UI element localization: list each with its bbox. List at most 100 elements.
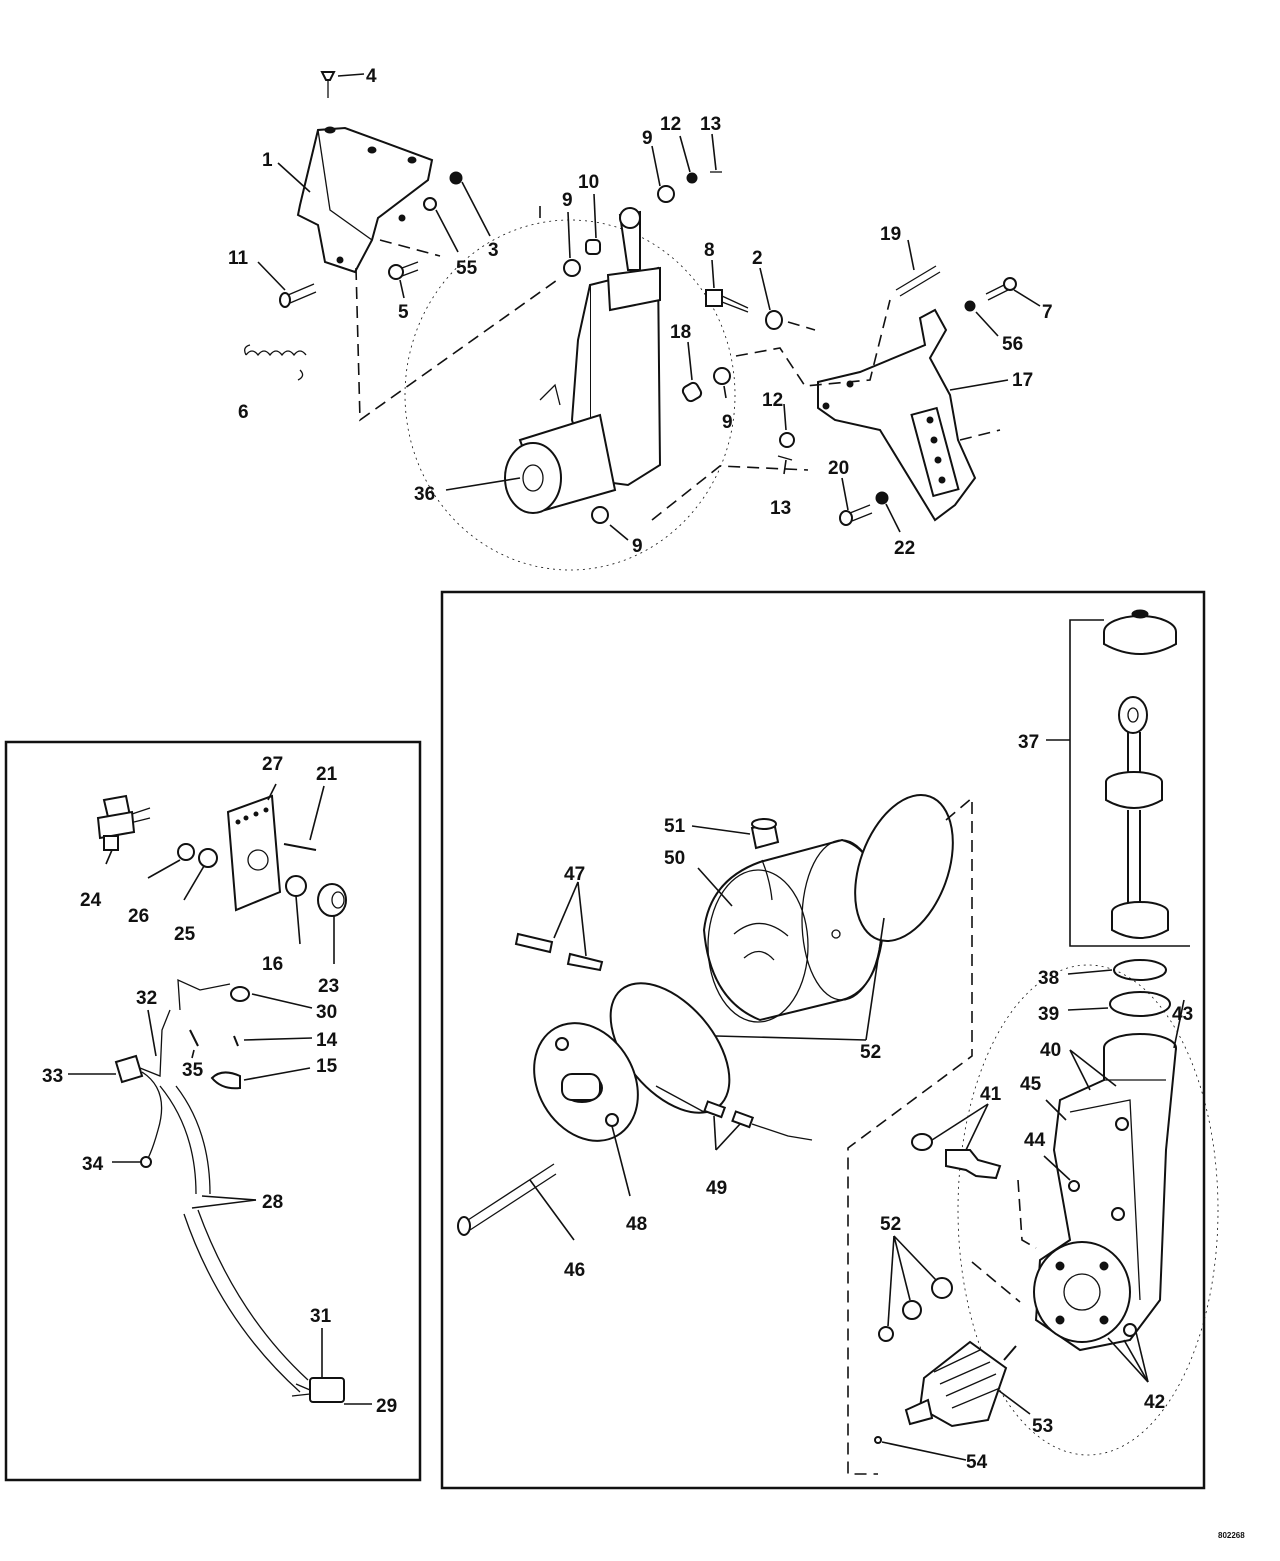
nut [177,843,195,861]
callout-20: 20 [828,458,849,479]
callout-36: 36 [414,484,435,505]
alignment-line [1017,1179,1037,1249]
alignment-line [787,321,816,331]
alignment-line [971,1261,1021,1303]
callout-39: 39 [1038,1004,1059,1025]
motor-brushes [655,1085,813,1141]
alignment-line [735,299,891,387]
callout-19: 19 [880,224,901,245]
screw [283,843,317,851]
toggle-switch [96,794,151,851]
spring [244,344,307,381]
alignment-line [379,239,441,257]
o-ring [1109,991,1171,1017]
callout-9: 9 [632,536,643,557]
callout-27: 27 [262,754,283,775]
washer [563,259,581,277]
trim-actuator-motor [404,207,736,571]
washer [686,172,698,184]
bushing [585,239,601,255]
callout-29: 29 [376,1396,397,1417]
callout-38: 38 [1038,968,1059,989]
callout-34: 34 [82,1154,104,1175]
wire-harness [114,978,345,1403]
callout-52: 52 [860,1042,881,1063]
callout-2: 2 [752,248,763,269]
fitting [750,818,780,850]
washer [878,1326,894,1342]
armature [904,1340,1017,1428]
callout-45: 45 [1020,1074,1042,1095]
cotter-pin [777,455,793,461]
callout-50: 50 [664,848,685,869]
callout-9: 9 [562,190,573,211]
ball [874,1436,882,1444]
callout-8: 8 [704,240,715,261]
callout-3: 3 [488,240,499,261]
washer [198,848,218,868]
lag-screw [705,289,749,313]
nut [449,171,463,185]
callout-48: 48 [626,1214,647,1235]
callout-10: 10 [578,172,599,193]
motor-breakdown-frame [440,590,1206,1490]
callout-13: 13 [700,114,721,135]
callout-15: 15 [316,1056,338,1077]
leader-lines-right [529,739,1185,1461]
callout-33: 33 [42,1066,63,1087]
callout-11: 11 [228,248,249,269]
callout-47: 47 [564,864,585,885]
switch-harness-frame [4,740,422,1482]
bolt [985,277,1017,301]
gear-housing-cover [1103,609,1177,655]
grommet [285,875,307,897]
reverse-lock-valve [911,1133,1002,1180]
callout-6: 6 [238,402,249,423]
leader-lines-top [257,73,1041,541]
callout-54: 54 [966,1452,988,1473]
callout-21: 21 [316,764,338,785]
clamp [210,1071,241,1090]
washer [779,432,795,448]
washer [713,367,731,385]
callout-46: 46 [564,1260,585,1281]
callout-41: 41 [980,1084,1002,1105]
alignment-line [651,465,809,521]
callout-labels: 4 1 11 5 55 3 6 9 10 9 12 13 8 2 18 9 36… [42,66,1245,1540]
callout-53: 53 [1032,1416,1053,1437]
washer [591,506,609,524]
washer [657,185,675,203]
callout-44: 44 [1024,1130,1046,1151]
gear-housing [957,964,1219,1456]
callout-5: 5 [398,302,409,323]
callout-49: 49 [706,1178,727,1199]
washer [423,197,437,211]
callout-7: 7 [1042,302,1053,323]
o-ring [1113,959,1167,981]
mounting-bracket [296,126,434,274]
callout-12: 12 [660,114,681,135]
washer [765,310,783,330]
washer [931,1277,953,1299]
bolt [839,504,873,526]
pin [895,265,941,297]
pin [681,381,703,403]
callout-9: 9 [642,128,653,149]
diagram-code: 802268 [1218,1531,1245,1540]
callout-52: 52 [880,1214,901,1235]
callout-40: 40 [1040,1040,1061,1061]
callout-13: 13 [770,498,791,519]
through-bolt [457,1163,557,1236]
callout-32: 32 [136,988,157,1009]
callout-25: 25 [174,924,196,945]
alignment-line [847,796,973,1475]
callout-24: 24 [80,890,102,911]
alignment-line [355,267,561,422]
callout-35: 35 [182,1060,204,1081]
bolt [279,283,317,308]
callout-16: 16 [262,954,283,975]
callout-55: 55 [456,258,478,279]
callout-12: 12 [762,390,783,411]
callout-28: 28 [262,1192,283,1213]
callout-43: 43 [1172,1004,1193,1025]
